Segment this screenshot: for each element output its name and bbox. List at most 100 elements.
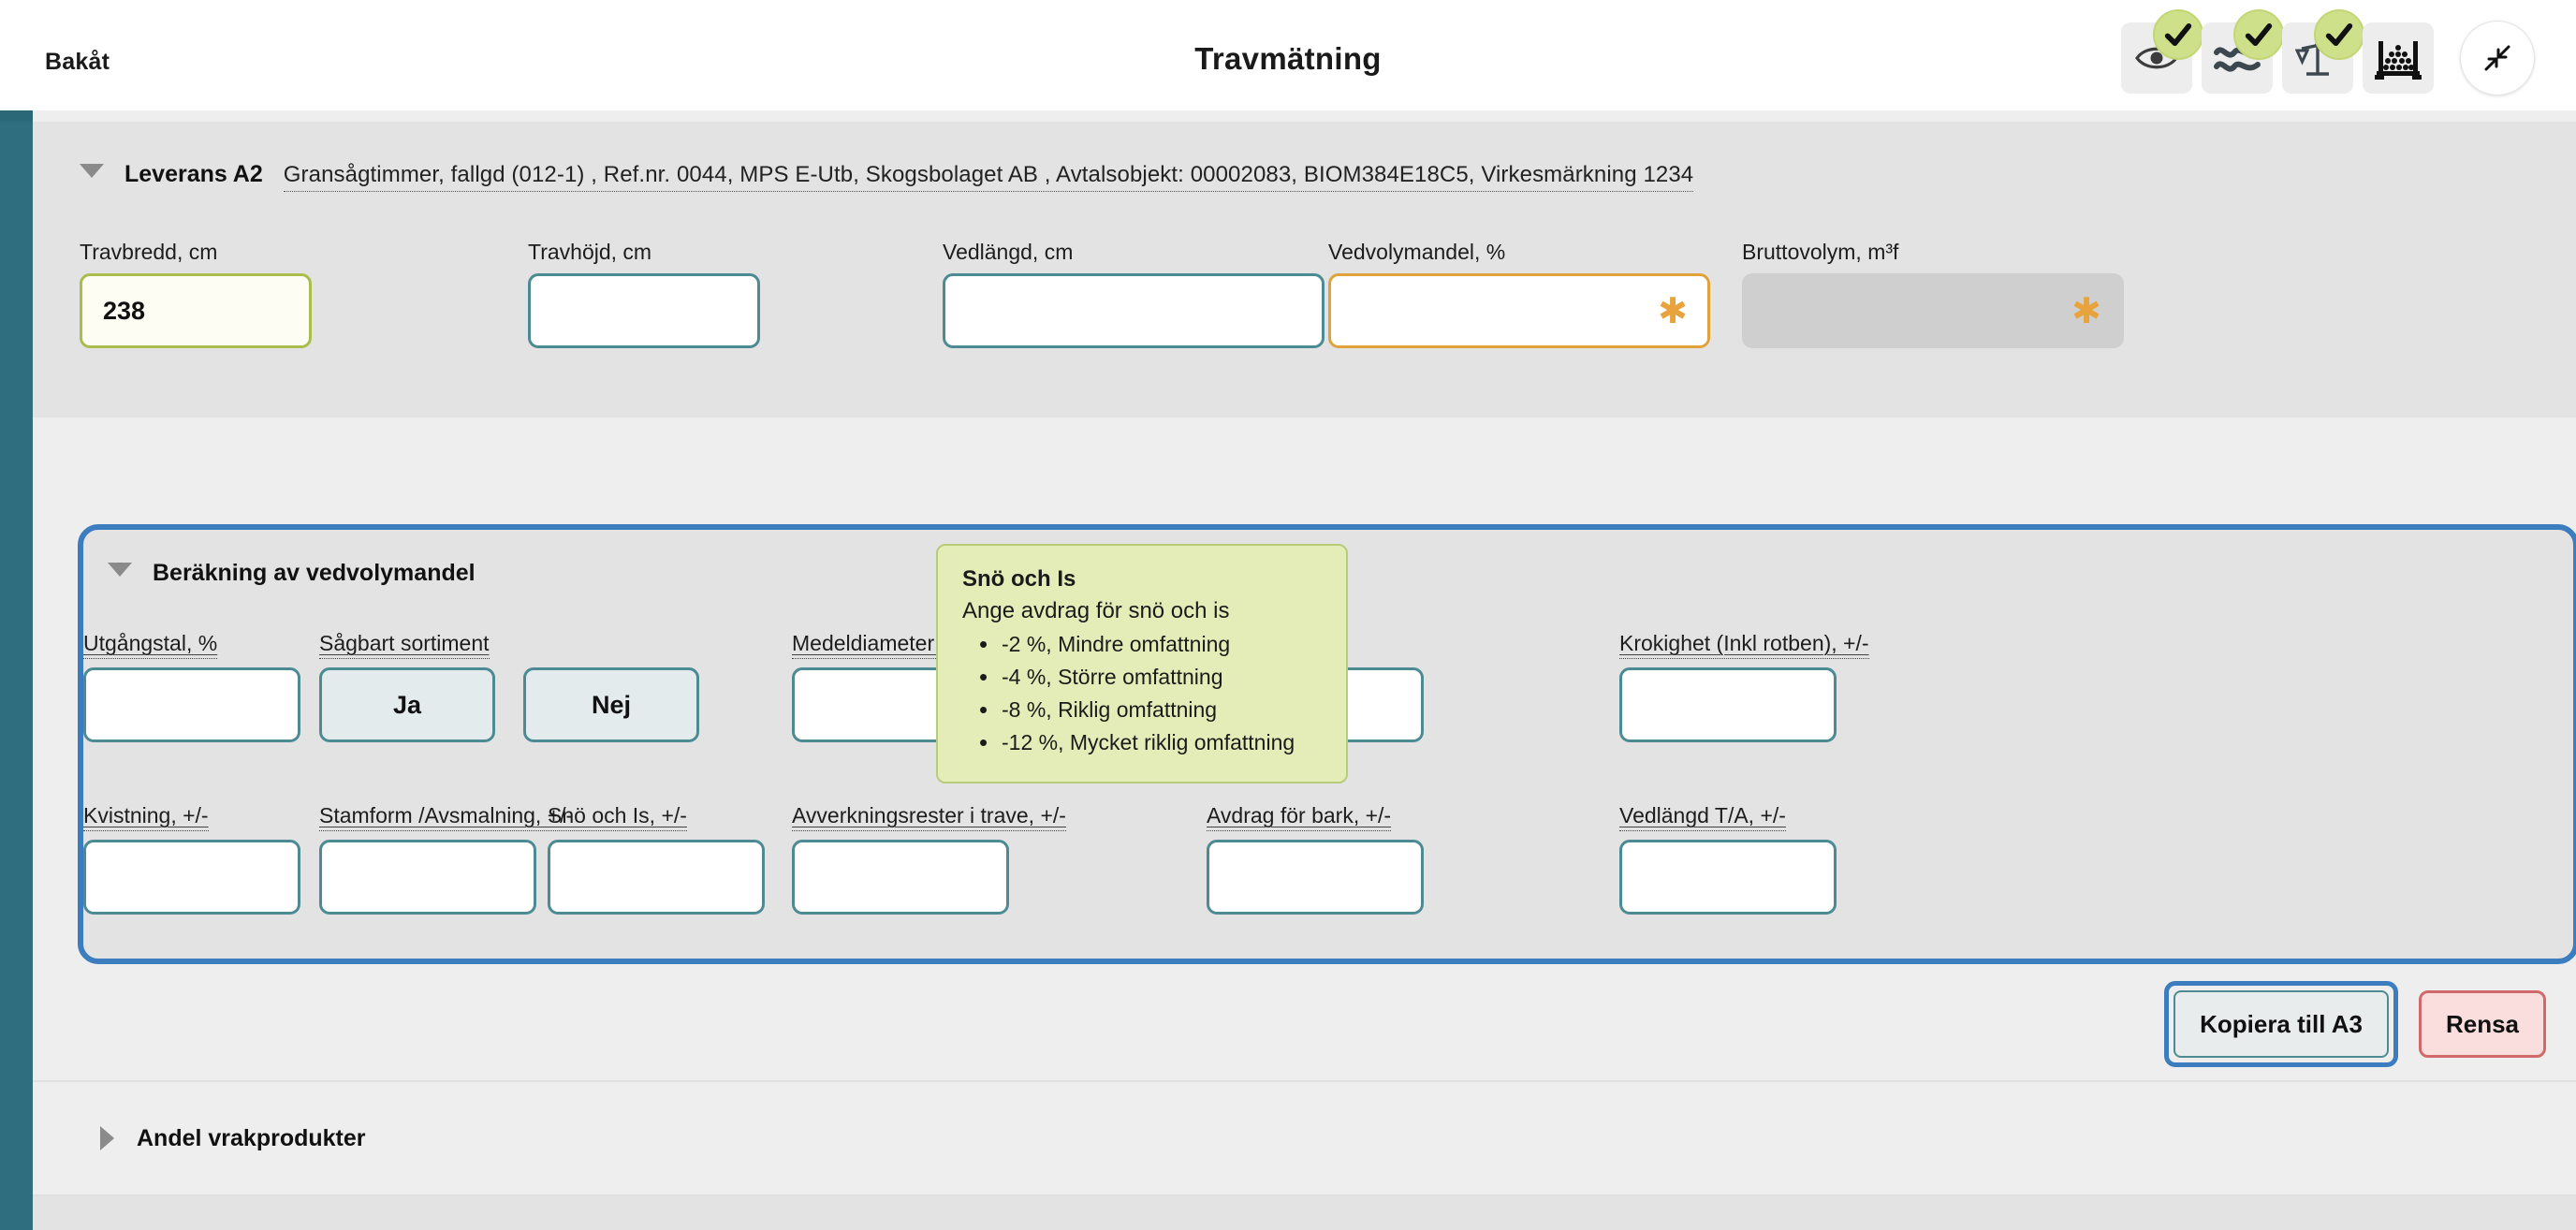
- bruttovolym-input: [1742, 273, 2124, 348]
- tooltip-list-item: -12 %, Mycket riklig omfattning: [970, 725, 1324, 761]
- section-leverans-header[interactable]: Leverans A2 Gransågtimmer, fallgd (012-1…: [33, 122, 2576, 192]
- utgangstal-input[interactable]: [83, 667, 300, 742]
- field-avverkningsrester: Avverkningsrester i trave, +/-: [792, 803, 1066, 915]
- field-avverkningsrester-wrap: [792, 840, 1009, 915]
- action-button-row: Kopiera till A3 Rensa: [2164, 981, 2546, 1067]
- sno-och-is-input[interactable]: [548, 840, 765, 915]
- eye-check-badge: [2153, 9, 2203, 60]
- collapse-fullscreen-button[interactable]: [2460, 21, 2535, 95]
- avverkningsrester-input[interactable]: [792, 840, 1009, 915]
- field-kvistning: Kvistning, +/-: [83, 803, 300, 915]
- stamform-input[interactable]: [319, 840, 536, 915]
- field-avdrag-bark-wrap: [1207, 840, 1424, 915]
- log-load-button[interactable]: [2363, 22, 2434, 94]
- field-bruttovolym-wrap: ✱: [1742, 273, 2124, 348]
- section-leverans-subtitle[interactable]: Gransågtimmer, fallgd (012-1) , Ref.nr. …: [283, 162, 1694, 192]
- travhojd-input[interactable]: [528, 273, 760, 348]
- field-krokighet: Krokighet (Inkl rotben), +/-: [1619, 631, 1869, 742]
- field-travhojd: Travhöjd, cm: [528, 240, 760, 348]
- field-sagbart-sortiment-label: Sågbart sortiment: [319, 631, 490, 659]
- section-andel-vrakprodukter-title: Andel vrakprodukter: [137, 1124, 366, 1151]
- section-fordelning-row[interactable]: Fördelning giltiga produkter: [33, 1196, 2576, 1230]
- log-load-icon: [2375, 41, 2422, 80]
- vedvolymandel-input[interactable]: [1328, 273, 1710, 348]
- waves-status-button[interactable]: [2202, 9, 2284, 94]
- kopiera-till-a3-button[interactable]: Kopiera till A3: [2174, 990, 2389, 1058]
- section-berakning-title: Beräkning av vedvolymandel: [153, 560, 476, 586]
- krokighet-input[interactable]: [1619, 667, 1837, 742]
- field-vedvolymandel-wrap: ✱: [1328, 273, 1710, 348]
- vedlangd-input[interactable]: [943, 273, 1325, 348]
- field-vedvolymandel-label: Vedvolymandel, %: [1328, 240, 1506, 264]
- scale-check-badge: [2314, 9, 2364, 60]
- check-icon: [2325, 22, 2353, 47]
- sagbart-no-button[interactable]: Nej: [523, 667, 699, 742]
- field-kvistning-label: Kvistning, +/-: [83, 803, 209, 831]
- field-travbredd-wrap: [80, 273, 312, 348]
- sagbart-sortiment-toggle-group: Ja Nej: [319, 667, 699, 742]
- field-sno-och-is-wrap: [548, 840, 765, 915]
- tooltip-subtitle: Ange avdrag för snö och is: [962, 598, 1230, 623]
- field-sagbart-sortiment: Sågbart sortiment Ja Nej: [319, 631, 699, 742]
- tooltip-list: -2 %, Mindre omfattning -4 %, Större omf…: [962, 626, 1324, 761]
- field-travbredd: Travbredd, cm: [80, 240, 312, 348]
- field-utgangstal-label: Utgångstal, %: [83, 631, 218, 659]
- field-stamform-label: Stamform /Avsmalning, +/-: [319, 803, 574, 831]
- field-sno-och-is: Snö och Is, +/-: [548, 803, 765, 915]
- field-avdrag-bark-label: Avdrag för bark, +/-: [1207, 803, 1392, 831]
- avdrag-bark-input[interactable]: [1207, 840, 1424, 915]
- toolbar-icons: [2121, 9, 2535, 95]
- top-bar: Bakåt Travmätning: [0, 0, 2576, 110]
- rensa-button[interactable]: Rensa: [2418, 990, 2546, 1058]
- back-button[interactable]: Bakåt: [45, 49, 110, 75]
- check-icon: [2245, 22, 2273, 47]
- travbredd-input[interactable]: [80, 273, 312, 348]
- field-bruttovolym-label: Bruttovolym, m³f: [1742, 240, 1899, 264]
- field-sno-och-is-label: Snö och Is, +/-: [548, 803, 687, 831]
- vedlangd-ta-input[interactable]: [1619, 840, 1837, 915]
- waves-check-badge: [2233, 9, 2284, 60]
- field-stamform-wrap: [319, 840, 536, 915]
- content-area: Leverans A2 Gransågtimmer, fallgd (012-1…: [33, 110, 2576, 1230]
- field-stamform: Stamform /Avsmalning, +/-: [319, 803, 574, 915]
- section-andel-vrakprodukter-row[interactable]: Andel vrakprodukter: [33, 1082, 2576, 1194]
- left-side-rail: [0, 110, 33, 1230]
- kvistning-input[interactable]: [83, 840, 300, 915]
- field-vedlangd-wrap: [943, 273, 1325, 348]
- field-vedlangd-ta-label: Vedlängd T/A, +/-: [1619, 803, 1786, 831]
- chevron-down-icon[interactable]: [108, 563, 132, 577]
- section-andel-vrakprodukter[interactable]: Andel vrakprodukter: [33, 1080, 2576, 1194]
- check-icon: [2164, 22, 2192, 47]
- field-kvistning-wrap: [83, 840, 300, 915]
- sagbart-yes-button[interactable]: Ja: [319, 667, 495, 742]
- sno-och-is-tooltip: Snö och Is Ange avdrag för snö och is -2…: [936, 544, 1348, 783]
- field-bruttovolym: Bruttovolym, m³f ✱: [1742, 240, 2124, 348]
- field-utgangstal-wrap: [83, 667, 300, 742]
- field-vedlangd-ta: Vedlängd T/A, +/-: [1619, 803, 1837, 915]
- chevron-right-icon[interactable]: [100, 1126, 114, 1150]
- collapse-arrows-icon: [2484, 45, 2510, 71]
- chevron-down-icon[interactable]: [80, 164, 104, 178]
- section-leverans: Leverans A2 Gransågtimmer, fallgd (012-1…: [33, 122, 2576, 417]
- eye-status-button[interactable]: [2121, 9, 2203, 94]
- field-vedlangd-ta-wrap: [1619, 840, 1837, 915]
- field-vedlangd: Vedlängd, cm: [943, 240, 1325, 348]
- field-vedvolymandel: Vedvolymandel, % ✱: [1328, 240, 1710, 348]
- field-utgangstal: Utgångstal, %: [83, 631, 300, 742]
- field-avverkningsrester-label: Avverkningsrester i trave, +/-: [792, 803, 1066, 831]
- section-berakning-header[interactable]: Beräkning av vedvolymandel: [83, 530, 2573, 587]
- field-travbredd-label: Travbredd, cm: [80, 240, 218, 264]
- field-avdrag-bark: Avdrag för bark, +/-: [1207, 803, 1424, 915]
- copy-button-focus-ring: Kopiera till A3: [2164, 981, 2398, 1067]
- tooltip-title: Snö och Is: [962, 566, 1076, 592]
- field-vedlangd-label: Vedlängd, cm: [943, 240, 1074, 264]
- tooltip-list-item: -4 %, Större omfattning: [970, 659, 1324, 696]
- scale-status-button[interactable]: [2282, 9, 2364, 94]
- field-krokighet-label: Krokighet (Inkl rotben), +/-: [1619, 631, 1869, 659]
- field-travhojd-wrap: [528, 273, 760, 348]
- section-fordelning-giltiga-produkter[interactable]: Fördelning giltiga produkter: [33, 1194, 2576, 1230]
- field-travhojd-label: Travhöjd, cm: [528, 240, 652, 264]
- tooltip-list-item: -2 %, Mindre omfattning: [970, 626, 1324, 663]
- tooltip-list-item: -8 %, Riklig omfattning: [970, 692, 1324, 728]
